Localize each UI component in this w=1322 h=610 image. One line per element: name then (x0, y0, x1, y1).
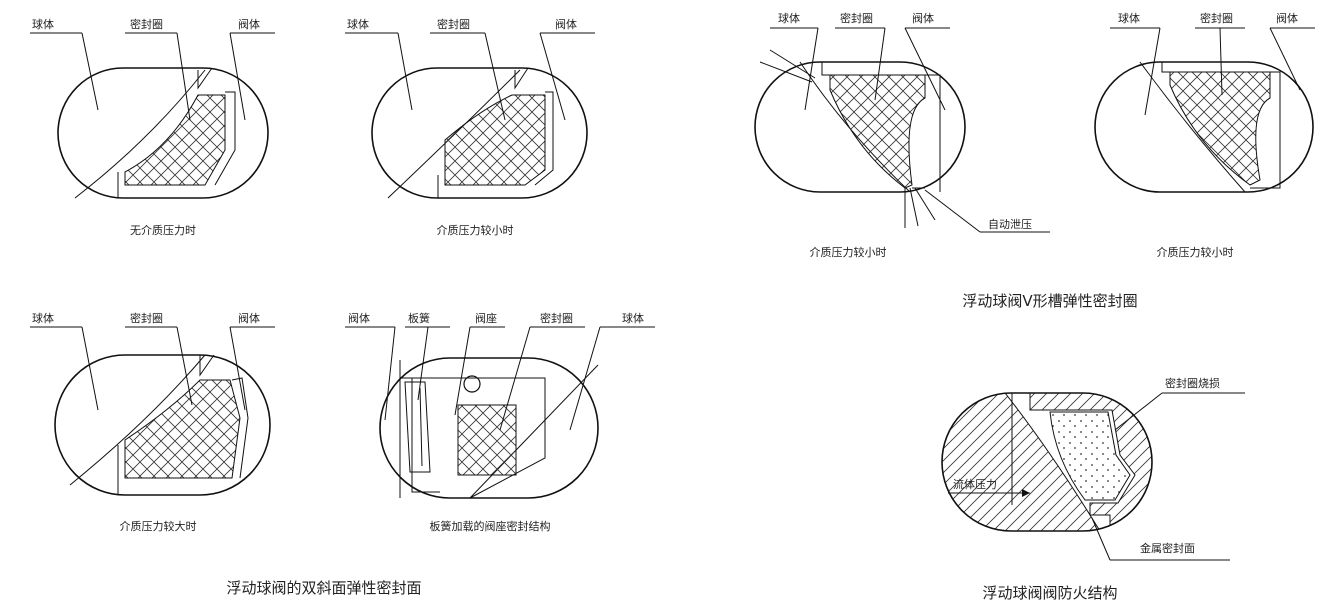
v-groove-title: 浮动球阀V形槽弹性密封圈 (962, 292, 1137, 310)
label-body: 阀体 (348, 311, 370, 325)
label-seal: 密封圈 (840, 11, 873, 25)
label-seal: 密封圈 (1200, 11, 1233, 25)
label-body: 阀体 (1276, 11, 1298, 25)
capsule-outline (371, 67, 588, 199)
label-spring: 板簧 (408, 311, 430, 325)
seal-ring (829, 74, 926, 189)
seat-profile (117, 67, 236, 198)
figure-fire-safe: 密封圈烧损 流体压力 金属密封面 (941, 376, 1245, 561)
figure-low-pressure: 球体 密封圈 阀体 介质压力较小时 (345, 17, 595, 237)
label-pressure: 流体压力 (953, 477, 997, 491)
label-metal: 金属密封面 (1140, 541, 1195, 555)
seat-ring (399, 360, 546, 499)
figure-high-pressure: 球体 密封圈 阀体 介质压力较大时 (30, 311, 275, 533)
label-seal: 密封圈 (130, 17, 163, 31)
o-ring (463, 375, 481, 393)
caption: 板簧加载的阀座密封结构 (430, 519, 551, 533)
label-seal: 密封圈 (130, 311, 163, 325)
label-seat: 阀座 (475, 311, 497, 325)
burnt-seal (1049, 411, 1131, 501)
seat-profile (1161, 62, 1281, 189)
label-ball: 球体 (347, 17, 369, 31)
label-seal: 密封圈 (437, 17, 470, 31)
label-body: 阀体 (238, 311, 260, 325)
seal-ring (124, 94, 226, 186)
label-relief: 自动泄压 (988, 218, 1032, 231)
leaf-spring (404, 381, 431, 473)
left-title: 浮动球阀的双斜面弹性密封面 (226, 579, 421, 597)
seal-ring (1169, 71, 1271, 186)
label-ball: 球体 (1118, 11, 1140, 25)
caption: 介质压力较小时 (437, 223, 514, 237)
ball-arc (69, 354, 206, 486)
seat-profile (437, 67, 554, 198)
label-ball: 球体 (778, 11, 800, 25)
figure-no-pressure: 球体 密封圈 阀体 无介质压力时 (30, 17, 275, 237)
capsule-outline (1094, 61, 1314, 193)
capsule-outline (54, 354, 271, 496)
seal-ring (444, 94, 546, 186)
ball-arc (74, 69, 206, 199)
label-ball: 球体 (32, 17, 54, 31)
figure-v-groove-relief: 球体 密封圈 阀体 自动泄压 介质压力较小时 (754, 11, 1050, 259)
capsule-outline (754, 61, 966, 193)
figure-v-groove: 球体 密封圈 阀体 介质压力较小时 (1094, 11, 1315, 259)
figure-spring-loaded-seat: 阀体 板簧 阀座 密封圈 球体 板簧加载的阀座密封结构 (345, 311, 655, 533)
capsule-outline (379, 357, 599, 499)
label-ball: 球体 (32, 311, 54, 325)
capsule-outline (57, 67, 269, 199)
label-seal: 密封圈 (540, 311, 573, 325)
arrow-head (1022, 489, 1030, 497)
caption: 介质压力较小时 (1157, 245, 1234, 259)
capsule-outline (941, 392, 1153, 532)
seal-ring (124, 379, 241, 479)
label-body: 阀体 (555, 17, 577, 31)
fire-title: 浮动球阀阀防火结构 (982, 584, 1117, 602)
seat-profile (821, 62, 941, 192)
caption: 介质压力较大时 (120, 519, 197, 533)
seal-ring (457, 404, 517, 476)
relief-arrows (759, 49, 936, 228)
label-damaged: 密封圈烧损 (1165, 376, 1220, 390)
seat-profile (117, 354, 249, 495)
label-ball: 球体 (622, 311, 644, 325)
caption: 无介质压力时 (130, 224, 196, 237)
label-body: 阀体 (238, 17, 260, 31)
label-body: 阀体 (912, 11, 934, 25)
body-section (1010, 393, 1152, 531)
caption: 介质压力较小时 (810, 245, 887, 259)
